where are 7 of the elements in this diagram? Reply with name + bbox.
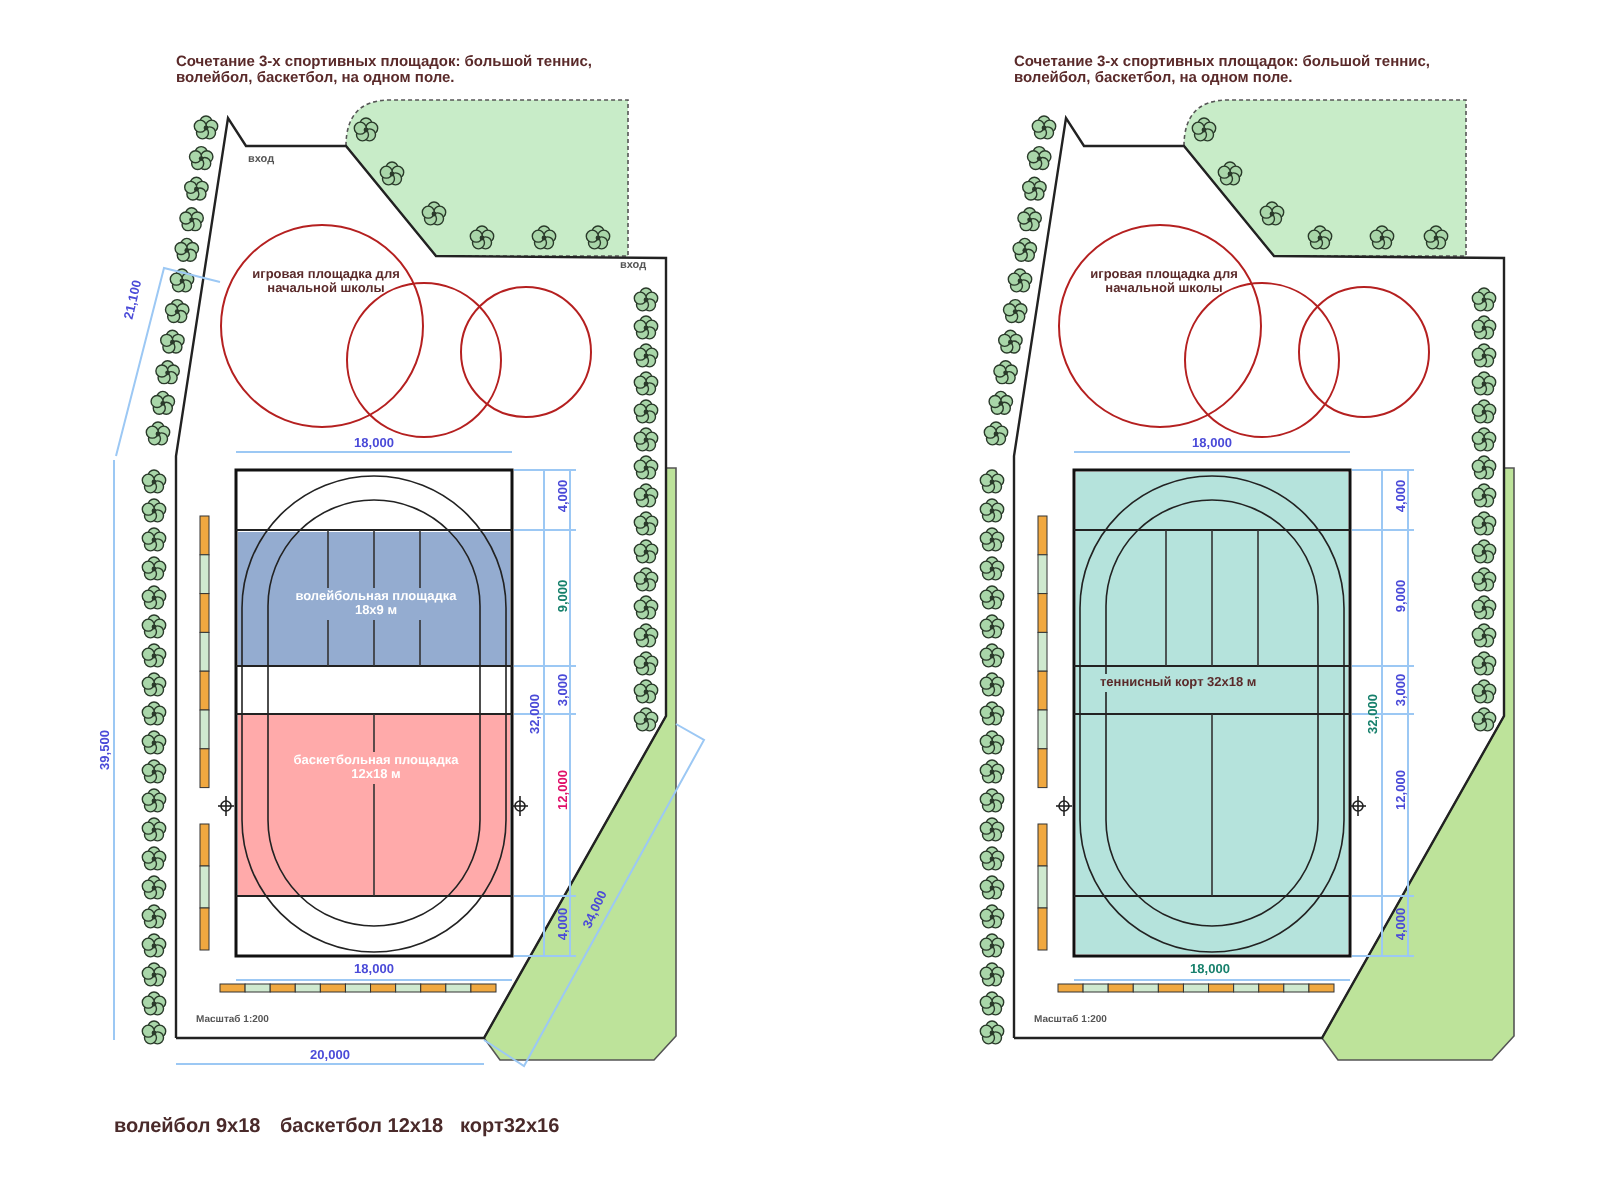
playground-circle	[220, 224, 424, 428]
caption: баскетбол 12х18	[280, 1116, 444, 1138]
caption: корт32х16	[460, 1116, 560, 1138]
playground-circle	[1058, 224, 1262, 428]
volleyball-court	[238, 532, 510, 666]
basketball-court	[238, 714, 510, 896]
caption: волейбол 9х18	[114, 1116, 261, 1138]
